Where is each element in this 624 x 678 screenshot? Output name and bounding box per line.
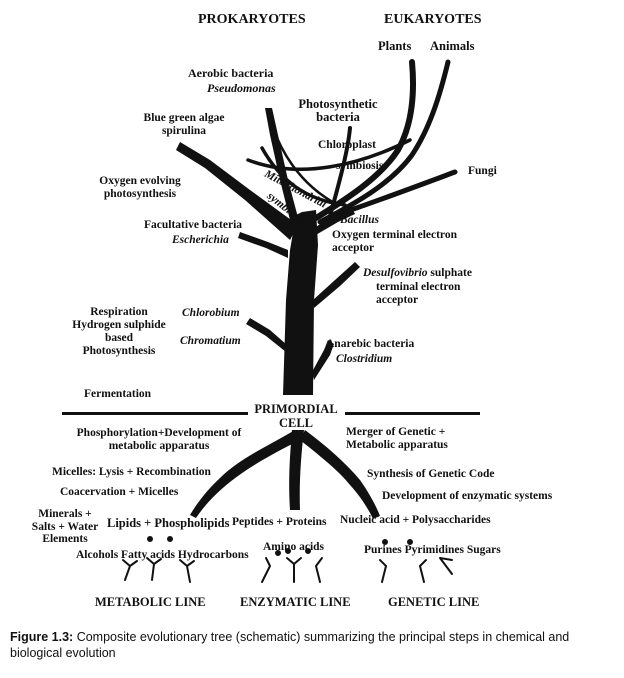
label-purines: Purines Pyrimidines Sugars: [364, 544, 501, 556]
root-enzymatic: [289, 430, 304, 510]
twig-genetic-3: [439, 557, 453, 575]
twig-genetic-1: [379, 559, 387, 583]
label-plants: Plants: [378, 39, 412, 53]
header-eukaryotes: EUKARYOTES: [384, 12, 482, 27]
label-amino: Amino acids: [263, 541, 325, 553]
label-clostridium: Clostridium: [336, 353, 393, 365]
figure-caption-label: Figure 1.3:: [10, 630, 74, 644]
root-genetic: [300, 430, 380, 519]
label-merger: Merger of Genetic + Metabolic apparatus: [346, 426, 448, 451]
dot-amino-1: [275, 550, 281, 556]
label-minerals: Minerals + Salts + Water Elements: [31, 508, 99, 545]
label-synthesis-code: Synthesis of Genetic Code: [367, 468, 495, 480]
twig-genetic-2: [419, 559, 427, 583]
dot-lipid-2: [167, 536, 173, 542]
twig-metabolic-2: [146, 557, 162, 581]
dot-purine-2: [407, 539, 413, 545]
label-anaerobic-bacteria: Anarebic bacteria: [326, 338, 415, 350]
label-escherichia: Escherichia: [172, 234, 229, 246]
label-micelles-lysis: Micelles: Lysis + Recombination: [52, 466, 211, 478]
label-alcohols: Alcohols Fatty acids Hydrocarbons: [76, 549, 249, 561]
dot-lipid-1: [147, 536, 153, 542]
label-photosynthetic-bacteria: Photosynthetic bacteria: [298, 97, 378, 124]
label-genetic-line: GENETIC LINE: [388, 595, 480, 609]
label-primordial-cell: PRIMORDIAL CELL: [254, 402, 338, 430]
branch-fungi: [342, 169, 458, 215]
label-respiration: Respiration Hydrogen sulphide based Phot…: [72, 306, 166, 357]
dot-amino-3: [305, 548, 311, 554]
twig-metabolic-3: [179, 559, 195, 583]
label-chlorobium: Chlorobium: [182, 307, 240, 319]
label-sulphate-acceptor: terminal electron acceptor: [376, 281, 461, 306]
twig-metabolic-1: [122, 559, 138, 581]
label-fermentation: Fermentation: [84, 388, 152, 400]
twig-enzymatic-1: [261, 557, 271, 583]
label-enzymatic-line: ENZYMATIC LINE: [240, 595, 351, 609]
label-lipids: Lipids + Phospholipids: [107, 516, 230, 530]
label-metabolic-line: METABOLIC LINE: [95, 595, 206, 609]
figure-caption-text: Composite evolutionary tree (schematic) …: [10, 630, 570, 660]
branch-eukaryote-b: [317, 59, 451, 225]
label-desulfovibrio-sulphate: sulphate: [427, 267, 472, 279]
label-pseudomonas: Pseudomonas: [207, 81, 276, 95]
label-facultative-bacteria: Facultative bacteria: [144, 219, 243, 231]
branch-facultative: [238, 232, 288, 258]
label-bacillus: Bacillus: [340, 214, 379, 226]
branch-photosynthetic: [328, 126, 352, 218]
label-chromatium: Chromatium: [180, 335, 241, 347]
label-nucleic: Nucleic acid + Polysaccharides: [340, 514, 491, 526]
branch-bacillus: [314, 208, 355, 236]
label-desulfovibrio-genus: Desulfovibrio: [363, 267, 428, 279]
label-blue-green-algae: Blue green algae spirulina: [143, 112, 225, 137]
separator-right: [345, 412, 480, 415]
branch-clostridium: [312, 340, 334, 380]
figure-caption: Figure 1.3: Composite evolutionary tree …: [10, 629, 614, 661]
label-aerobic-bacteria: Aerobic bacteria: [188, 66, 274, 80]
chloroplast-symbiosis-arc: [246, 138, 412, 171]
twig-enzymatic-3: [315, 557, 323, 583]
label-symbiosis-1: symbiosis: [336, 160, 384, 172]
branch-chlorobium: [246, 318, 287, 352]
label-chloroplast: Chloroplast: [318, 139, 376, 151]
branch-eukaryote-a: [313, 59, 417, 221]
label-fungi: Fungi: [468, 165, 497, 177]
trunk: [283, 210, 318, 395]
label-enzymatic-systems: Development of enzymatic systems: [382, 490, 553, 502]
label-oxygen-terminal: Oxygen terminal electron acceptor: [332, 229, 457, 254]
branch-blue-green-algae: [176, 142, 298, 240]
label-phosphorylation: Phosphorylation+Development of metabolic…: [76, 427, 242, 452]
label-animals: Animals: [430, 39, 475, 53]
dot-purine-1: [382, 539, 388, 545]
label-coacervation: Coacervation + Micelles: [60, 486, 179, 498]
label-peptides: Peptides + Proteins: [232, 516, 327, 528]
twig-enzymatic-2: [286, 557, 302, 583]
root-metabolic: [190, 430, 300, 518]
separator-left: [62, 412, 248, 415]
header-prokaryotes: PROKARYOTES: [198, 12, 306, 27]
label-desulfovibrio: Desulfovibrio sulphate: [363, 267, 472, 280]
inner-link-arc: [266, 110, 340, 207]
label-oxygen-evolving: Oxygen evolving photosynthesis: [99, 175, 181, 200]
branch-desulfovibrio: [313, 262, 360, 308]
dot-amino-2: [285, 548, 291, 554]
